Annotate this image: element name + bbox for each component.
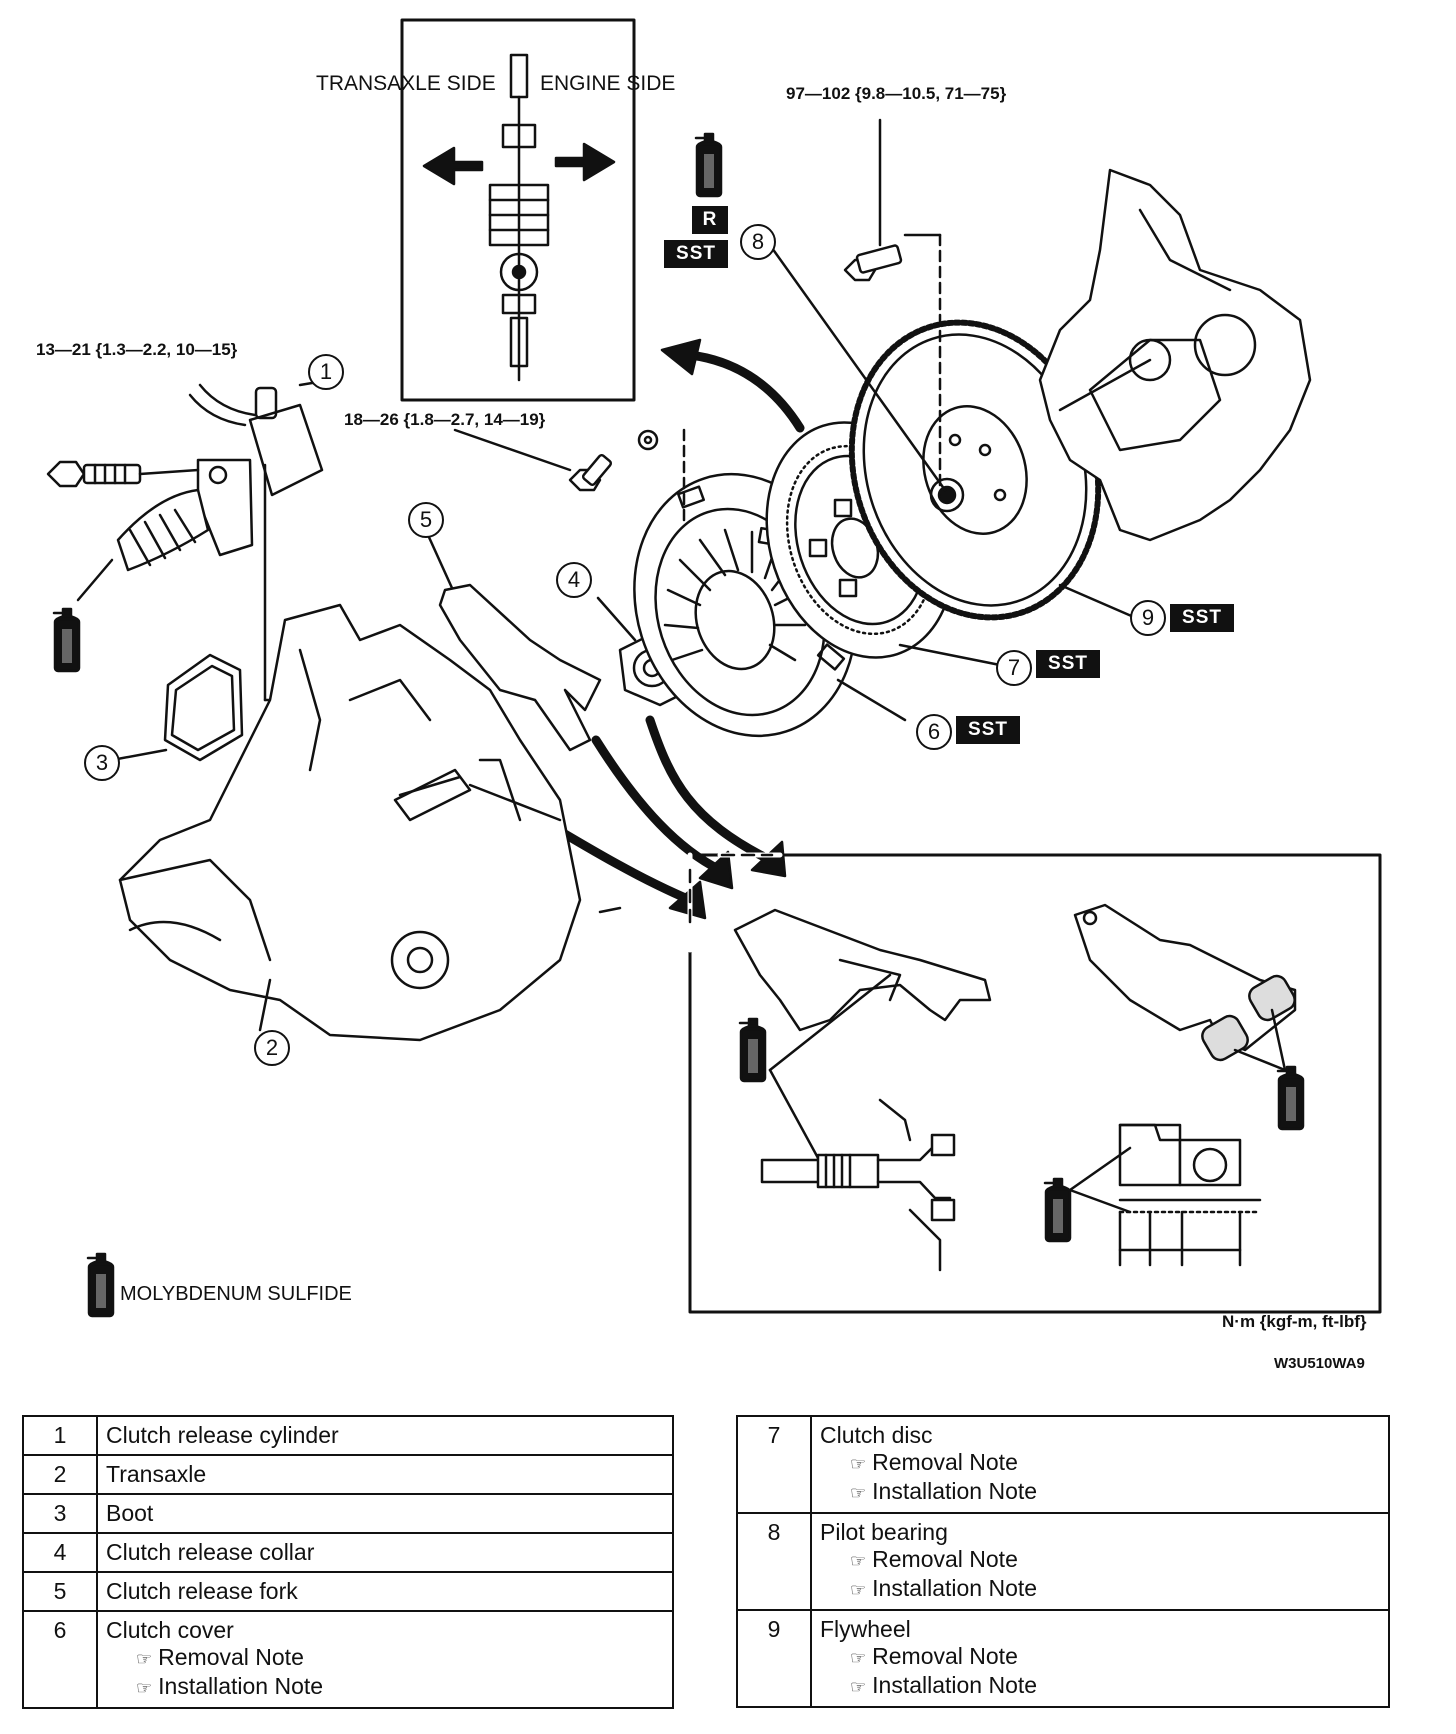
- sst-badge: SST: [664, 240, 728, 268]
- parts-table-right: 7 Clutch disc ☞Removal Note ☞Installatio…: [736, 1415, 1390, 1708]
- torque-flywheel-bolt: 97—102 {9.8—10.5, 71—75}: [786, 84, 1007, 103]
- part-name-cell: Pilot bearing ☞Removal Note ☞Installatio…: [810, 1512, 1390, 1611]
- transaxle-drawing: [118, 603, 622, 1042]
- part-name: Boot: [106, 1500, 154, 1526]
- parts-table-left: 1 Clutch release cylinder 2 Transaxle 3 …: [22, 1415, 674, 1709]
- part-name-cell: Clutch release cylinder: [96, 1415, 674, 1456]
- part-number: 5: [22, 1571, 98, 1612]
- part-name-cell: Boot: [96, 1493, 674, 1534]
- grease-can-icon: [694, 132, 723, 198]
- part-name: Transaxle: [106, 1461, 207, 1487]
- callout-1: 1: [308, 354, 344, 390]
- boot-drawing: [110, 653, 244, 762]
- reusable-r-badge: R: [692, 206, 728, 234]
- diagram-drawing: [46, 18, 1382, 1318]
- installation-note-link[interactable]: ☞Installation Note: [850, 1672, 1038, 1698]
- part-name-cell: Clutch release fork: [96, 1571, 674, 1612]
- table-row: 8 Pilot bearing ☞Removal Note ☞Installat…: [736, 1512, 1390, 1611]
- removal-note-link[interactable]: ☞Removal Note: [136, 1644, 304, 1670]
- pointing-hand-icon: ☞: [850, 1580, 867, 1600]
- part-name-cell: Flywheel ☞Removal Note ☞Installation Not…: [810, 1609, 1390, 1708]
- part-name-cell: Clutch disc ☞Removal Note ☞Installation …: [810, 1415, 1390, 1514]
- table-row: 6 Clutch cover ☞Removal Note ☞Installati…: [22, 1610, 674, 1709]
- grease-can-icon: [86, 1252, 115, 1318]
- table-row: 3 Boot: [22, 1493, 674, 1534]
- pointing-hand-icon: ☞: [850, 1551, 867, 1571]
- grease-can-icon: [52, 607, 81, 673]
- grease-can-icon: [738, 1017, 767, 1083]
- table-row: 1 Clutch release cylinder: [22, 1415, 674, 1456]
- part-name-cell: Transaxle: [96, 1454, 674, 1495]
- table-row: 2 Transaxle: [22, 1454, 674, 1495]
- legend-grease-label: MOLYBDENUM SULFIDE: [120, 1283, 352, 1305]
- removal-note-link[interactable]: ☞Removal Note: [850, 1643, 1018, 1669]
- callout-6: 6: [916, 714, 952, 750]
- part-name: Pilot bearing: [820, 1519, 948, 1545]
- installation-note-link[interactable]: ☞Installation Note: [850, 1575, 1038, 1601]
- release-fork-drawing: [426, 533, 602, 752]
- callout-8: 8: [740, 224, 776, 260]
- sst-badge: SST: [956, 716, 1020, 744]
- grease-can-icon: [1276, 1065, 1305, 1131]
- pointing-hand-icon: ☞: [850, 1483, 867, 1503]
- part-number: 7: [736, 1415, 812, 1514]
- part-number: 6: [22, 1610, 98, 1709]
- callout-7: 7: [996, 650, 1032, 686]
- direction-inset: [400, 18, 636, 402]
- callout-9: 9: [1130, 600, 1166, 636]
- part-number: 1: [22, 1415, 98, 1456]
- part-name: Flywheel: [820, 1616, 911, 1642]
- part-name: Clutch cover: [106, 1617, 234, 1643]
- callout-3: 3: [84, 745, 120, 781]
- pointing-hand-icon: ☞: [136, 1678, 153, 1698]
- pointing-hand-icon: ☞: [850, 1648, 867, 1668]
- callout-2: 2: [254, 1030, 290, 1066]
- torque-cylinder-bolt: 13—21 {1.3—2.2, 10—15}: [36, 340, 238, 359]
- installation-note-link[interactable]: ☞Installation Note: [850, 1478, 1038, 1504]
- sst-badge: SST: [1036, 650, 1100, 678]
- part-number: 4: [22, 1532, 98, 1573]
- removal-note-link[interactable]: ☞Removal Note: [850, 1546, 1018, 1572]
- release-cylinder-drawing: [46, 380, 324, 702]
- exploded-clutch-diagram: TRANSAXLE SIDE ENGINE SIDE 97—102 {9.8—1…: [36, 18, 1382, 1372]
- removal-note-link[interactable]: ☞Removal Note: [850, 1449, 1018, 1475]
- table-row: 9 Flywheel ☞Removal Note ☞Installation N…: [736, 1609, 1390, 1708]
- part-number: 9: [736, 1609, 812, 1708]
- pointing-hand-icon: ☞: [850, 1454, 867, 1474]
- part-name: Clutch release cylinder: [106, 1422, 339, 1448]
- sst-badge: SST: [1170, 604, 1234, 632]
- grease-can-icon: [1043, 1177, 1072, 1243]
- units-label: N·m {kgf-m, ft-lbf}: [1222, 1312, 1367, 1331]
- part-name-cell: Clutch cover ☞Removal Note ☞Installation…: [96, 1610, 674, 1709]
- pilot-bearing-leader: [770, 118, 947, 492]
- part-number: 2: [22, 1454, 98, 1495]
- flywheel-drawing: [848, 319, 1138, 621]
- callout-4: 4: [556, 562, 592, 598]
- part-name-cell: Clutch release collar: [96, 1532, 674, 1573]
- part-number: 3: [22, 1493, 98, 1534]
- table-row: 5 Clutch release fork: [22, 1571, 674, 1612]
- figure-code: W3U510WA9: [1274, 1355, 1365, 1372]
- part-name: Clutch release collar: [106, 1539, 315, 1565]
- torque-cover-bolt: 18—26 {1.8—2.7, 14—19}: [344, 410, 546, 429]
- engine-plate-drawing: [1038, 168, 1312, 542]
- part-number: 8: [736, 1512, 812, 1611]
- cover-bolt-drawing: [453, 428, 686, 522]
- pointing-hand-icon: ☞: [850, 1677, 867, 1697]
- transaxle-side-label: TRANSAXLE SIDE: [316, 72, 496, 95]
- callout-5: 5: [408, 502, 444, 538]
- engine-side-label: ENGINE SIDE: [540, 72, 676, 95]
- table-row: 7 Clutch disc ☞Removal Note ☞Installatio…: [736, 1415, 1390, 1514]
- installation-note-link[interactable]: ☞Installation Note: [136, 1673, 324, 1699]
- table-row: 4 Clutch release collar: [22, 1532, 674, 1573]
- detail-inset: [687, 852, 1382, 1314]
- part-name: Clutch release fork: [106, 1578, 298, 1604]
- part-name: Clutch disc: [820, 1422, 933, 1448]
- pointing-hand-icon: ☞: [136, 1649, 153, 1669]
